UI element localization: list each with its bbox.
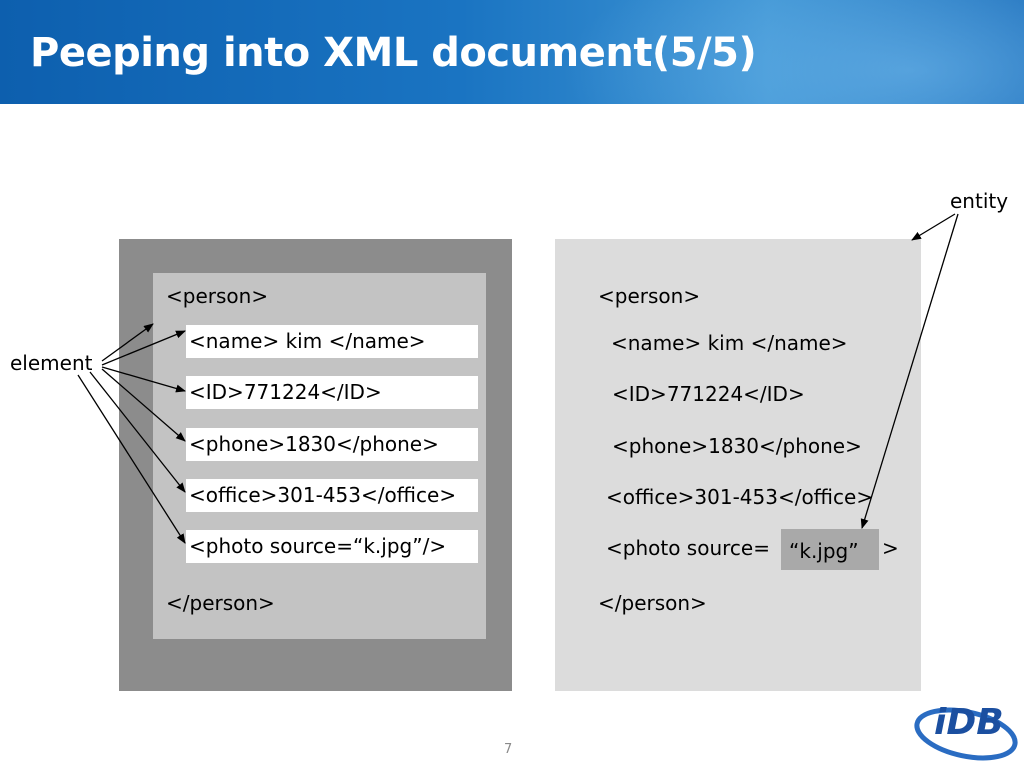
right-panel	[555, 239, 921, 691]
right-office-element: <office>301-453</office>	[606, 485, 874, 509]
left-office-element: <office>301-453</office>	[186, 479, 478, 512]
left-person-close-tag: </person>	[166, 591, 275, 615]
title-bar: Peeping into XML document(5/5)	[0, 0, 1024, 104]
right-id-element: <ID>771224</ID>	[612, 382, 805, 406]
entity-highlight-box	[781, 529, 879, 570]
slide-title: Peeping into XML document(5/5)	[30, 30, 757, 76]
left-name-element: <name> kim </name>	[186, 325, 478, 358]
right-photo-entity: “k.jpg”	[789, 539, 859, 563]
left-photo-element: <photo source=“k.jpg”/>	[186, 530, 478, 563]
right-person-open-tag: <person>	[598, 284, 701, 308]
left-phone-element: <phone>1830</phone>	[186, 428, 478, 461]
right-photo-prefix: <photo source=	[606, 536, 770, 560]
left-person-open-tag: <person>	[166, 284, 269, 308]
svg-text:iDB: iDB	[934, 702, 1004, 743]
right-phone-element: <phone>1830</phone>	[612, 434, 862, 458]
page-number: 7	[504, 742, 513, 757]
element-label: element	[10, 351, 93, 375]
entity-label: entity	[950, 189, 1009, 213]
right-person-close-tag: </person>	[598, 591, 707, 615]
idb-logo-icon: iDB	[908, 690, 1020, 764]
right-name-element: <name> kim </name>	[611, 331, 848, 355]
right-photo-suffix: >	[882, 536, 899, 560]
arrow-to-entity-panel	[911, 213, 956, 241]
left-id-element: <ID>771224</ID>	[186, 376, 478, 409]
